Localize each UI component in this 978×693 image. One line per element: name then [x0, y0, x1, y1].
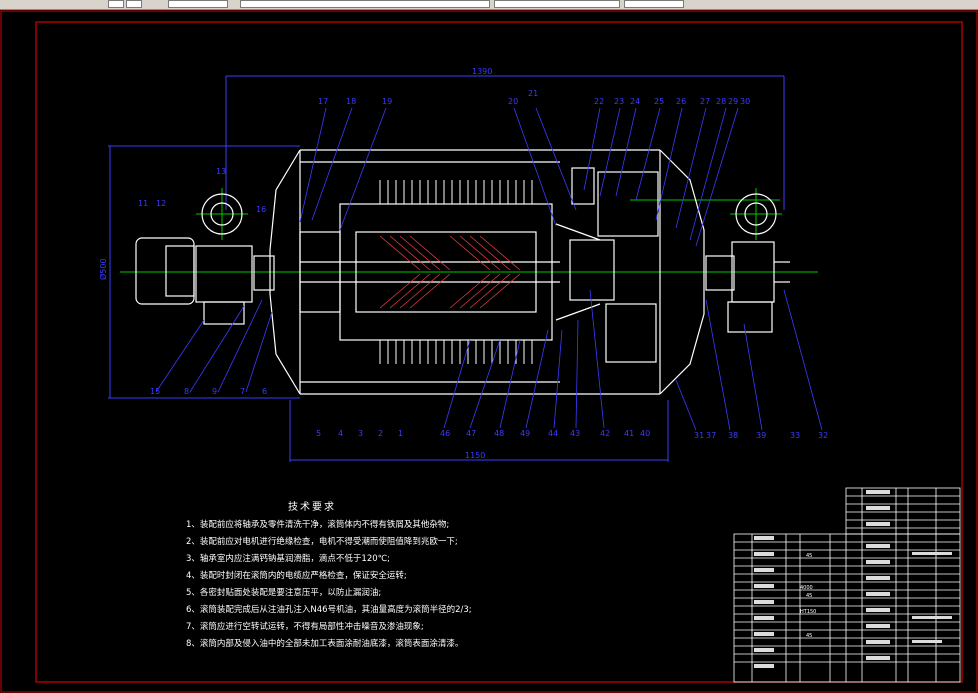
callout-number: 41 [624, 429, 634, 438]
tech-item: 1、装配前应将轴承及零件清洗干净，滚筒体内不得有铁屑及其他杂物; [186, 520, 450, 530]
callout-number: 42 [600, 429, 610, 438]
parts-list-cells [754, 490, 952, 668]
layer-dropdown[interactable] [168, 0, 228, 8]
callout-number: 5 [316, 429, 321, 438]
callouts-top: 17 18 19 20 21 22 23 24 25 26 27 28 29 3… [318, 89, 750, 106]
tech-item: 4、装配时封闭在滚筒内的电缆应严格检查，保证安全运转; [186, 571, 407, 581]
callout-number: 23 [614, 97, 624, 106]
callout-number: 40 [640, 429, 650, 438]
parts-value: 4000 [800, 585, 813, 591]
callout-number: 20 [508, 97, 518, 106]
parts-value: 45 [806, 553, 812, 559]
callout-number: 33 [790, 431, 800, 440]
callout-number: 30 [740, 97, 750, 106]
drawing-canvas[interactable]: 1390 1150 Ø500 [0, 10, 978, 693]
callout-number: 37 [706, 431, 716, 440]
callout-number: 46 [440, 429, 450, 438]
callout-number: 17 [318, 97, 328, 106]
tech-item: 6、滚筒装配完成后从注油孔注入N46号机油，其油量高度为滚筒半径的2/3; [186, 605, 472, 615]
parts-value: 45 [806, 593, 812, 599]
callout-number: 29 [728, 97, 738, 106]
callout-number: 22 [594, 97, 604, 106]
callout-number: 25 [654, 97, 664, 106]
inner-frame [35, 21, 963, 683]
callout-number: 7 [240, 387, 245, 396]
callout-number: 16 [256, 205, 266, 214]
centerlines [120, 188, 818, 273]
callout-number: 31 [694, 431, 704, 440]
lineweight-dropdown[interactable] [494, 0, 620, 8]
callout-number: 38 [728, 431, 738, 440]
assembly-outline [135, 149, 790, 395]
tech-title: 技术要求 [288, 502, 336, 513]
parts-list-values: 45 4000 45 HT150 45 [800, 553, 816, 639]
callout-number: 2 [378, 429, 383, 438]
callout-number: 49 [520, 429, 530, 438]
callout-number: 13 [216, 167, 226, 176]
parts-value: HT150 [800, 609, 816, 615]
callout-number: 47 [466, 429, 476, 438]
callout-number: 32 [818, 431, 828, 440]
tech-item: 8、滚筒内部及侵入油中的全部未加工表面涂耐油底漆，滚筒表面涂清漆。 [186, 639, 464, 649]
callout-number: 6 [262, 387, 267, 396]
callout-number: 43 [570, 429, 580, 438]
callout-number: 4 [338, 429, 343, 438]
plotstyle-dropdown[interactable] [624, 0, 684, 8]
outer-frame [0, 10, 978, 693]
callout-number: 18 [346, 97, 356, 106]
callouts-bottom: 15 8 9 7 6 5 4 3 2 1 46 47 48 49 44 43 4… [150, 387, 828, 440]
callouts-left: 13 11 12 16 [138, 167, 266, 214]
dimension-lines [108, 75, 785, 462]
callout-number: 12 [156, 199, 166, 208]
callout-number: 48 [494, 429, 504, 438]
tech-item: 3、轴承室内应注满钙钠基润滑脂，滴点不低于120℃; [186, 554, 391, 564]
toolbar-button[interactable] [126, 0, 142, 8]
callout-number: 11 [138, 199, 148, 208]
callout-number: 27 [700, 97, 710, 106]
callout-number: 26 [676, 97, 686, 106]
callout-number: 21 [528, 89, 538, 98]
callout-number: 24 [630, 97, 640, 106]
toolbar-button[interactable] [108, 0, 124, 8]
callout-number: 3 [358, 429, 363, 438]
linetype-dropdown[interactable] [240, 0, 490, 8]
dim-overall-length: 1390 [472, 67, 492, 76]
tech-item: 5、各密封贴面处装配是要注意压平，以防止漏润油; [186, 588, 382, 598]
callout-number: 28 [716, 97, 726, 106]
callout-number: 8 [184, 387, 189, 396]
tech-item: 7、滚筒应进行空转试运转，不得有局部性冲击噪音及渗油现象; [186, 622, 424, 632]
callout-number: 44 [548, 429, 558, 438]
app-toolbar [0, 0, 978, 10]
dim-shell-length: 1150 [465, 451, 485, 460]
callout-number: 9 [212, 387, 217, 396]
tech-item: 2、装配前应对电机进行绝缘检查，电机不得受潮而使阻值降到兆欧一下; [186, 537, 458, 547]
callout-number: 15 [150, 387, 160, 396]
callout-number: 1 [398, 429, 403, 438]
parts-value: 45 [806, 633, 812, 639]
dim-diameter: Ø500 [98, 258, 108, 280]
callout-number: 19 [382, 97, 392, 106]
cooling-fins [379, 180, 533, 364]
stator-winding [379, 235, 521, 309]
callout-number: 39 [756, 431, 766, 440]
leader-lines [155, 107, 823, 431]
parts-list-table [733, 487, 961, 683]
